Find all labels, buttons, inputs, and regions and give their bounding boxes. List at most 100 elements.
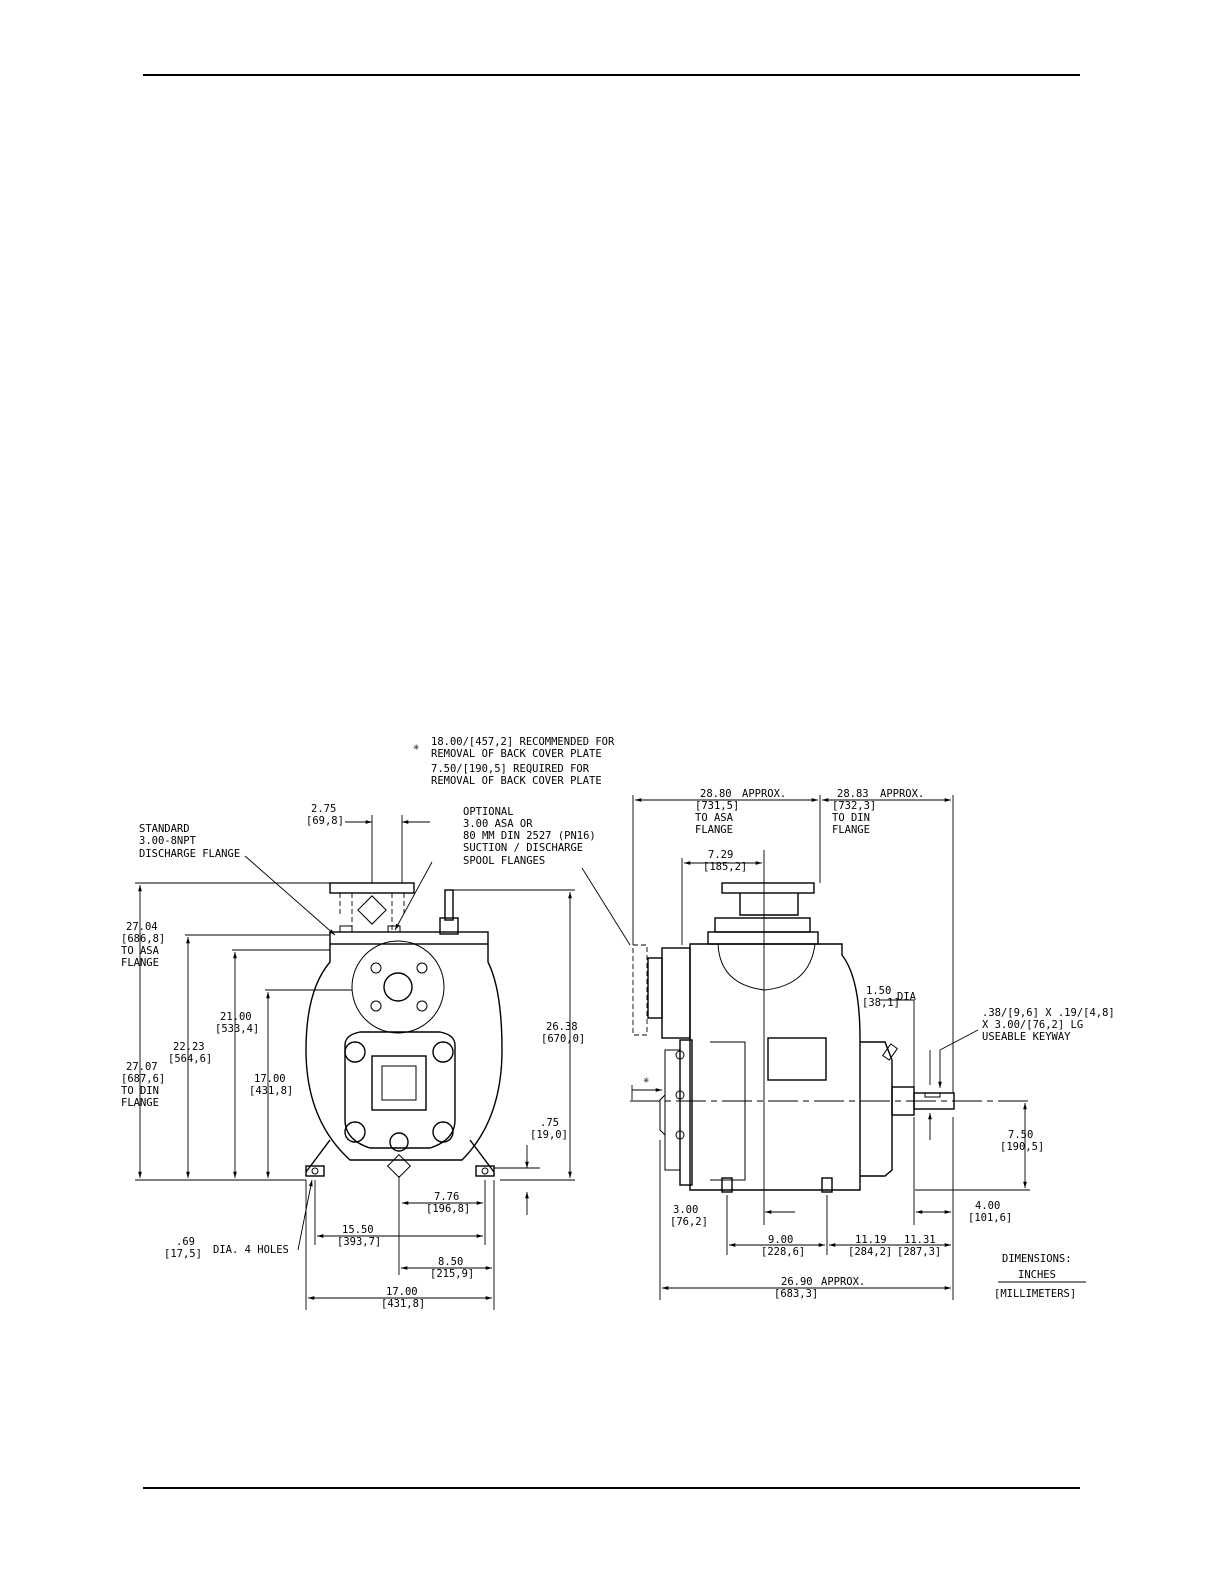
svg-text:.38/[9,6] X .19/[4,8]: .38/[9,6] X .19/[4,8] xyxy=(982,1007,1115,1019)
svg-text:[228,6]: [228,6] xyxy=(761,1246,805,1258)
bottom-rule xyxy=(143,1487,1080,1489)
label-back-cover-recommended: ✳ 18.00/[457,2] RECOMMENDED FOR REMOVAL … xyxy=(413,736,615,760)
svg-text:STANDARD: STANDARD xyxy=(139,823,190,835)
svg-text:[19,0]: [19,0] xyxy=(530,1129,568,1141)
asterisk-icon: ✳ xyxy=(413,741,420,753)
svg-text:[76,2]: [76,2] xyxy=(670,1216,708,1228)
svg-text:22.23: 22.23 xyxy=(173,1041,205,1053)
svg-text:[MILLIMETERS]: [MILLIMETERS] xyxy=(994,1288,1076,1300)
svg-text:7.50: 7.50 xyxy=(1008,1129,1033,1141)
svg-text:4.00: 4.00 xyxy=(975,1200,1000,1212)
svg-text:[687,6]: [687,6] xyxy=(121,1073,165,1085)
svg-text:INCHES: INCHES xyxy=(1018,1269,1056,1281)
dim-21-00: 21.00 [533,4] xyxy=(215,1011,259,1035)
svg-text:.75: .75 xyxy=(540,1117,559,1129)
svg-text:18.00/[457,2] RECOMMENDED FOR: 18.00/[457,2] RECOMMENDED FOR xyxy=(431,736,615,748)
svg-text:[101,6]: [101,6] xyxy=(968,1212,1012,1224)
svg-text:3.00 ASA OR: 3.00 ASA OR xyxy=(463,818,533,830)
svg-text:11.19: 11.19 xyxy=(855,1234,887,1246)
svg-text:21.00: 21.00 xyxy=(220,1011,252,1023)
dim-28-83: 28.83 [732,3] TO DIN FLANGE APPROX. xyxy=(832,788,924,836)
svg-text:FLANGE: FLANGE xyxy=(121,1097,159,1109)
dim-1-50: 1.50 [38,1] DIA xyxy=(862,985,917,1009)
svg-text:27.07: 27.07 xyxy=(126,1061,158,1073)
svg-text:[533,4]: [533,4] xyxy=(215,1023,259,1035)
svg-text:80 MM DIN 2527 (PN16): 80 MM DIN 2527 (PN16) xyxy=(463,830,596,842)
svg-text:USEABLE KEYWAY: USEABLE KEYWAY xyxy=(982,1031,1071,1043)
label-optional-flange: OPTIONAL 3.00 ASA OR 80 MM DIN 2527 (PN1… xyxy=(463,806,596,867)
dim-0-75: .75 [19,0] xyxy=(530,1117,568,1141)
svg-text:3.00: 3.00 xyxy=(673,1204,698,1216)
svg-text:REMOVAL OF BACK COVER PLATE: REMOVAL OF BACK COVER PLATE xyxy=(431,775,602,787)
svg-text:APPROX.: APPROX. xyxy=(742,788,786,800)
svg-text:DISCHARGE FLANGE: DISCHARGE FLANGE xyxy=(139,848,240,860)
label-mounting-holes: .69 [17,5] DIA. 4 HOLES xyxy=(164,1236,289,1260)
asterisk-icon: ✳ xyxy=(643,1074,650,1086)
svg-text:27.04: 27.04 xyxy=(126,921,158,933)
svg-text:X 3.00/[76,2] LG: X 3.00/[76,2] LG xyxy=(982,1019,1083,1031)
svg-text:DIA: DIA xyxy=(897,991,917,1003)
units-legend: DIMENSIONS: INCHES [MILLIMETERS] xyxy=(994,1253,1076,1300)
svg-text:SUCTION / DISCHARGE: SUCTION / DISCHARGE xyxy=(463,842,583,854)
label-back-cover-required: 7.50/[190,5] REQUIRED FOR REMOVAL OF BAC… xyxy=(431,763,602,787)
svg-text:TO DIN: TO DIN xyxy=(121,1085,159,1097)
svg-text:7.50/[190,5] REQUIRED FOR: 7.50/[190,5] REQUIRED FOR xyxy=(431,763,590,775)
svg-text:[69,8]: [69,8] xyxy=(306,815,344,827)
dim-22-23: 22.23 [564,6] xyxy=(168,1041,212,1065)
dim-27-04: 27.04 [686,8] TO ASA FLANGE xyxy=(121,921,165,969)
dim-3-00: 3.00 [76,2] xyxy=(670,1204,708,1228)
svg-text:[431,8]: [431,8] xyxy=(381,1298,425,1310)
dim-7-76: 7.76 [196,8] xyxy=(426,1191,470,1215)
svg-text:7.29: 7.29 xyxy=(708,849,733,861)
dim-26-38: 26.38 [670,0] xyxy=(541,1021,585,1045)
svg-text:[393,7]: [393,7] xyxy=(337,1236,381,1248)
dim-11-31: 11.31 [287,3] xyxy=(897,1234,941,1258)
svg-text:9.00: 9.00 xyxy=(768,1234,793,1246)
svg-text:TO DIN: TO DIN xyxy=(832,812,870,824)
label-keyway: .38/[9,6] X .19/[4,8] X 3.00/[76,2] LG U… xyxy=(982,1007,1115,1043)
svg-text:[190,5]: [190,5] xyxy=(1000,1141,1044,1153)
svg-text:15.50: 15.50 xyxy=(342,1224,374,1236)
dim-11-19: 11.19 [284,2] xyxy=(848,1234,892,1258)
svg-text:FLANGE: FLANGE xyxy=(695,824,733,836)
svg-text:[670,0]: [670,0] xyxy=(541,1033,585,1045)
side-dimension-lines xyxy=(581,795,1086,1300)
svg-text:DIA. 4 HOLES: DIA. 4 HOLES xyxy=(213,1244,289,1256)
svg-text:SPOOL FLANGES: SPOOL FLANGES xyxy=(463,855,545,867)
svg-text:REMOVAL OF BACK COVER PLATE: REMOVAL OF BACK COVER PLATE xyxy=(431,748,602,760)
svg-text:OPTIONAL: OPTIONAL xyxy=(463,806,514,818)
front-view xyxy=(305,882,503,1179)
label-standard-flange: STANDARD 3.00-8NPT DISCHARGE FLANGE xyxy=(139,823,240,860)
svg-text:3.00-8NPT: 3.00-8NPT xyxy=(139,835,197,847)
svg-text:26.38: 26.38 xyxy=(546,1021,578,1033)
dim-9-00: 9.00 [228,6] xyxy=(761,1234,805,1258)
side-view xyxy=(632,882,955,1193)
svg-text:1.50: 1.50 xyxy=(866,985,891,997)
svg-text:[564,6]: [564,6] xyxy=(168,1053,212,1065)
svg-text:APPROX.: APPROX. xyxy=(880,788,924,800)
dim-28-80: 28.80 [731,5] TO ASA FLANGE APPROX. xyxy=(695,788,786,836)
svg-text:[732,3]: [732,3] xyxy=(832,800,876,812)
svg-text:[38,1]: [38,1] xyxy=(862,997,900,1009)
svg-text:[185,2]: [185,2] xyxy=(703,861,747,873)
svg-text:.69: .69 xyxy=(176,1236,195,1248)
dim-17-00-vertical: 17.00 [431,8] xyxy=(249,1073,293,1097)
asterisk-marker-side: ✳ xyxy=(643,1074,650,1086)
svg-text:11.31: 11.31 xyxy=(904,1234,936,1246)
svg-text:26.90: 26.90 xyxy=(781,1276,813,1288)
svg-text:TO ASA: TO ASA xyxy=(121,945,160,957)
svg-text:[731,5]: [731,5] xyxy=(695,800,739,812)
dim-2-75: 2.75 [69,8] xyxy=(306,803,344,827)
svg-text:17.00: 17.00 xyxy=(254,1073,286,1085)
svg-text:[17,5]: [17,5] xyxy=(164,1248,202,1260)
svg-text:DIMENSIONS:: DIMENSIONS: xyxy=(1002,1253,1072,1265)
svg-text:[196,8]: [196,8] xyxy=(426,1203,470,1215)
svg-text:2.75: 2.75 xyxy=(311,803,336,815)
dim-17-00-horizontal: 17.00 [431,8] xyxy=(381,1286,425,1310)
svg-text:17.00: 17.00 xyxy=(386,1286,418,1298)
svg-text:[683,3]: [683,3] xyxy=(774,1288,818,1300)
dim-8-50: 8.50 [215,9] xyxy=(430,1256,474,1280)
svg-text:28.80: 28.80 xyxy=(700,788,732,800)
svg-text:FLANGE: FLANGE xyxy=(832,824,870,836)
